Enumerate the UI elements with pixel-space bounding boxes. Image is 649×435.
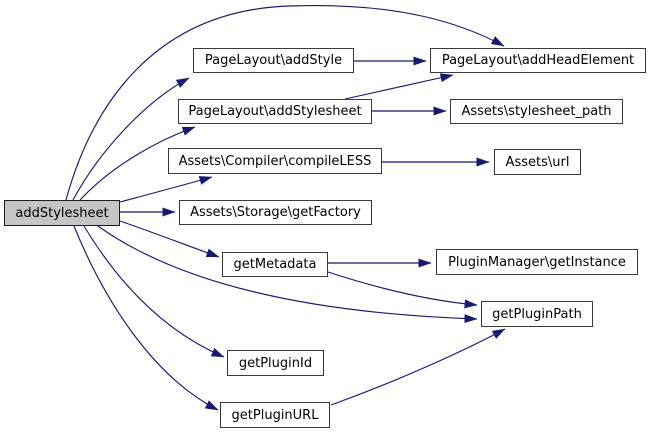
node-getPluginId[interactable]: getPluginId: [227, 350, 324, 376]
edge-addStylesheet-to-getPluginPath: [97, 225, 478, 324]
node-assets-compiler-compileLESS[interactable]: Assets\Compiler\compileLESS: [168, 148, 382, 174]
edge-getMetadata-to-getPluginPath: [327, 271, 478, 309]
edge-addStylesheet-to-pl-addStyle: [72, 77, 190, 201]
edge-addStylesheet-to-getPluginURL: [73, 225, 219, 411]
edge-addStylesheet-to-getPluginId: [83, 225, 225, 358]
edge-pl-addStylesheet-to-pl-addHeadElement: [344, 73, 454, 100]
node-pl-addStyle[interactable]: PageLayout\addStyle: [193, 48, 354, 73]
node-addStylesheet: addStylesheet: [4, 200, 120, 226]
node-assets-stylesheet-path[interactable]: Assets\stylesheet_path: [450, 99, 623, 124]
node-pluginManager-getInstance[interactable]: PluginManager\getInstance: [436, 249, 638, 275]
node-assets-storage-getFactory[interactable]: Assets\Storage\getFactory: [179, 200, 372, 225]
edge-addStylesheet-to-pl-addHeadElement: [65, 4, 505, 201]
edge-addStylesheet-to-pl-addStylesheet: [79, 126, 196, 201]
node-getPluginURL[interactable]: getPluginURL: [220, 402, 330, 428]
edge-addStylesheet-to-assets-compiler-compileLESS: [119, 176, 213, 203]
node-pl-addHeadElement[interactable]: PageLayout\addHeadElement: [430, 48, 646, 73]
node-assets-url[interactable]: Assets\url: [494, 149, 581, 175]
edge-addStylesheet-to-getMetadata: [119, 220, 220, 258]
node-pl-addStylesheet[interactable]: PageLayout\addStylesheet: [178, 99, 372, 124]
node-getMetadata[interactable]: getMetadata: [222, 252, 328, 277]
node-getPluginPath[interactable]: getPluginPath: [481, 301, 593, 327]
edge-getPluginURL-to-getPluginPath: [330, 328, 506, 406]
